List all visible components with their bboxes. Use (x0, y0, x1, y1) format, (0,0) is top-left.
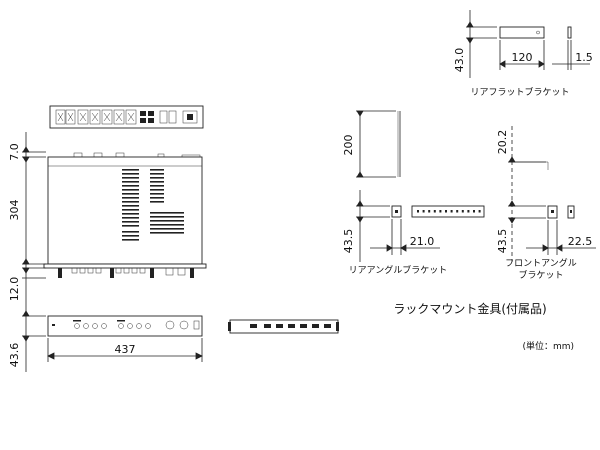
rear-angle-width-label: 21.0 (410, 235, 435, 248)
bracket-hole (433, 210, 436, 213)
bracket-hole (478, 210, 481, 213)
side-slot (250, 324, 257, 328)
rear-flat-bracket-dimension-lines (466, 10, 590, 78)
vent-slot (122, 185, 139, 187)
vent-slot (150, 220, 184, 222)
vent-slot (122, 231, 139, 233)
vent-slot (122, 181, 139, 183)
bracket-hole (417, 210, 419, 213)
rear-angle-bracket-holes (417, 210, 481, 213)
rear-angle-length-label: 200 (342, 135, 355, 156)
vent-slot (122, 197, 139, 199)
front-angle-bracket-label-line1: フロントアングル (505, 257, 577, 269)
top-view (43, 152, 207, 278)
vent-slot (122, 205, 139, 207)
front-height-label: 43.6 (8, 343, 21, 368)
vent-slot (150, 193, 164, 195)
side-slot (276, 324, 283, 328)
rear-angle-height-label: 43.5 (342, 229, 355, 254)
rear-flat-bracket-label: リアフラットブラケット (470, 86, 569, 98)
rear-angle-bracket-dimension-lines (356, 110, 440, 262)
top-view-rear-connectors (73, 152, 201, 158)
top-view-dimension-lines (22, 132, 46, 300)
vent-slot (122, 225, 139, 227)
front-angle-width-label: 22.5 (568, 235, 593, 248)
front-angle-offset-label: 20.2 (496, 130, 509, 155)
vent-slot (150, 177, 164, 179)
vent-slot (150, 185, 164, 187)
vent-slot (150, 232, 184, 234)
vent-slot (122, 177, 139, 179)
rear-angle-bracket-label: リアアングルブラケット (349, 264, 448, 276)
vent-slot (122, 217, 139, 219)
vent-slot (150, 189, 164, 191)
rack-mount-title: ラックマウント金具(付属品) (393, 301, 546, 316)
bracket-hole (473, 210, 475, 213)
side-view-slots (250, 324, 331, 328)
side-view (228, 319, 339, 334)
front-angle-height-label: 43.5 (496, 229, 509, 254)
front-angle-bracket-drawing (512, 161, 575, 219)
rear-panel-view (49, 105, 204, 129)
front-angle-bracket-dimension-lines (508, 126, 596, 262)
bracket-hole (428, 210, 431, 213)
top-view-feet (58, 268, 194, 278)
side-slot (312, 324, 319, 328)
vent-slot (122, 193, 139, 195)
vent-slot (150, 216, 184, 218)
vent-slot (150, 212, 184, 214)
bracket-hole (439, 210, 442, 213)
foot-height-label: 12.0 (8, 277, 21, 302)
front-knob-row (71, 267, 186, 276)
rear-flat-width-label: 120 (512, 51, 533, 64)
vent-slot (122, 189, 139, 191)
vent-slot (122, 235, 139, 237)
top-height-label: 7.0 (8, 143, 21, 161)
rear-panel-screw-marks (57, 112, 135, 122)
vent-slot (122, 209, 139, 211)
rear-flat-thickness-label: 1.5 (575, 51, 593, 64)
front-view-markings (52, 320, 125, 326)
width-label: 437 (115, 343, 136, 356)
vent-slot (150, 224, 184, 226)
side-slot (324, 324, 331, 328)
depth-label: 304 (8, 200, 21, 221)
ventilation-slots (122, 169, 184, 241)
rear-flat-bracket-drawing (499, 26, 572, 39)
unit-label: (単位：mm) (522, 340, 574, 352)
side-slot (300, 324, 307, 328)
front-view (47, 315, 203, 337)
bracket-hole (445, 210, 447, 213)
bracket-hole (450, 210, 453, 213)
vent-slot (122, 169, 139, 171)
vent-slot (122, 201, 139, 203)
rear-angle-bracket-drawing (391, 111, 485, 218)
rear-flat-height-label: 43.0 (453, 48, 466, 73)
bracket-hole (461, 210, 464, 213)
vent-slot (150, 181, 164, 183)
vent-slot (150, 173, 164, 175)
vent-slot (150, 228, 184, 230)
front-angle-bracket-label-line2: ブラケット (518, 269, 563, 281)
front-view-jacks (74, 320, 200, 330)
bracket-hole (456, 210, 459, 213)
side-slot (264, 324, 271, 328)
bracket-hole (467, 210, 470, 213)
vent-slot (122, 239, 139, 241)
vent-slot (150, 169, 164, 171)
bracket-hole (422, 210, 425, 213)
vent-slot (150, 201, 164, 203)
rear-panel-terminals (55, 109, 198, 125)
side-slot (288, 324, 295, 328)
vent-slot (122, 213, 139, 215)
front-view-dimension-lines (22, 300, 203, 372)
vent-slot (150, 197, 164, 199)
vent-slot (122, 173, 139, 175)
vent-slot (122, 221, 139, 223)
